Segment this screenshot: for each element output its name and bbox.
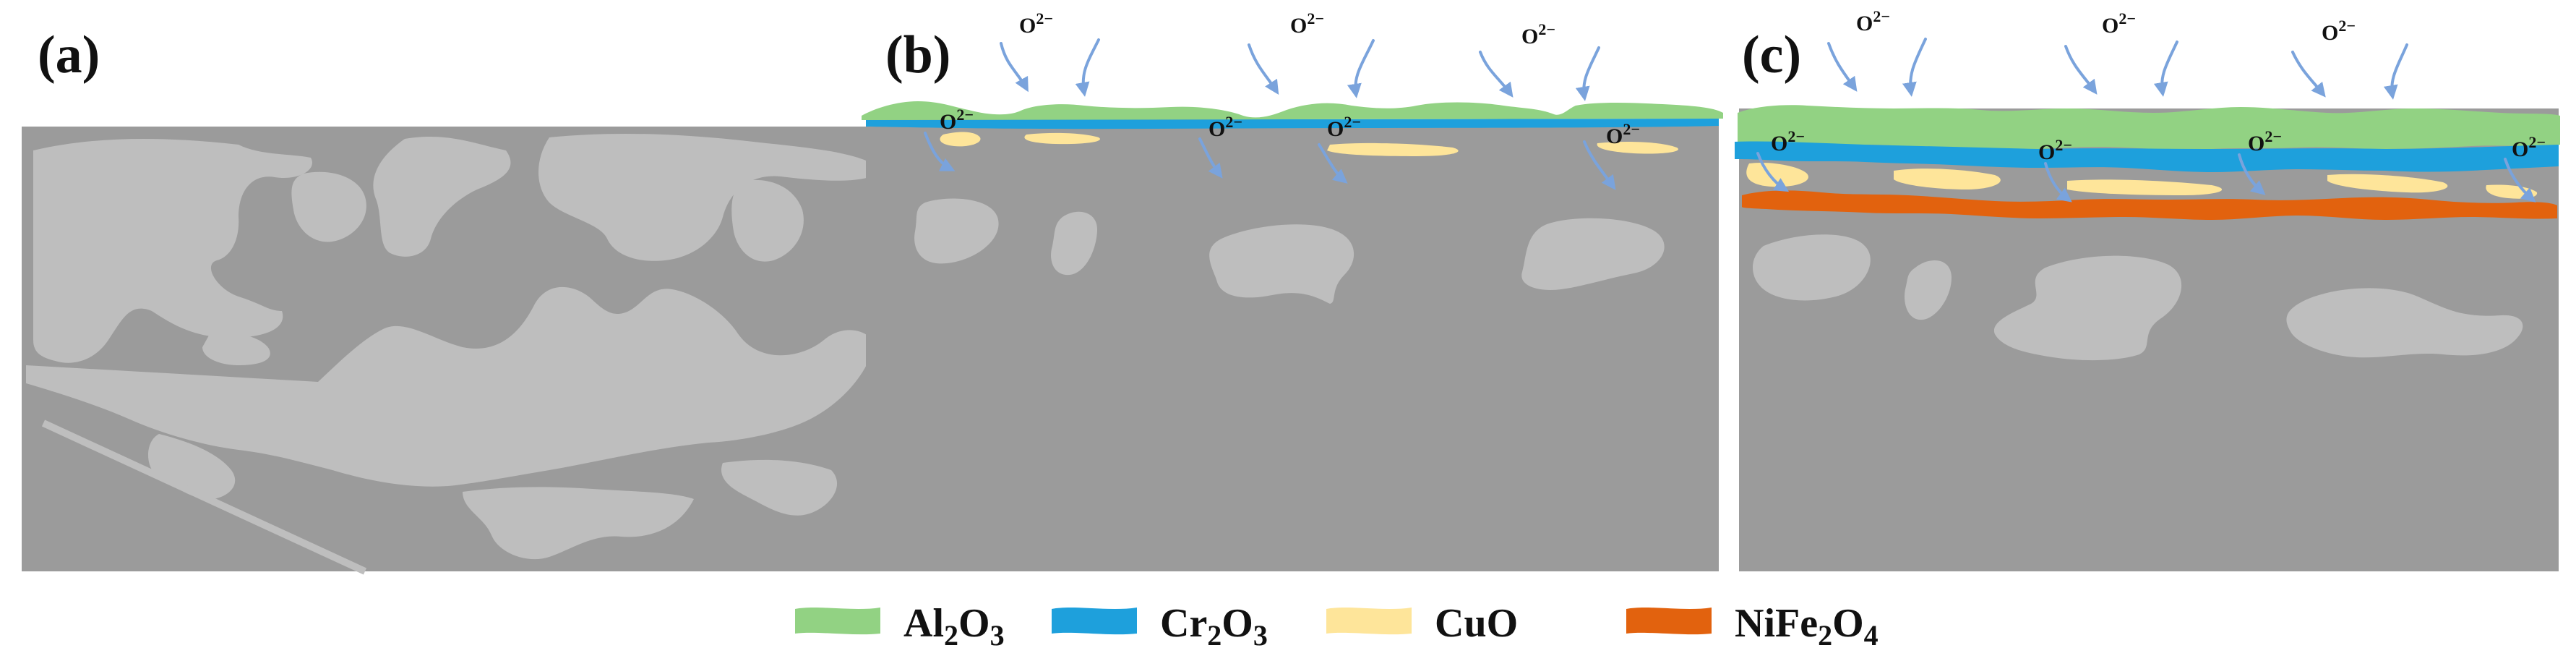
legend-item-cuo: CuO [1326, 601, 1518, 646]
oxygen-diffusion-arrow [2238, 153, 2266, 195]
legend-item-cr2o3: Cr2O3 [1052, 601, 1268, 652]
oxygen-ion-label: O2− [2248, 127, 2282, 155]
panel-b-cuo-particle [1597, 142, 1678, 154]
panel-c-cuo-particle [2067, 179, 2223, 195]
panel-c-al2o3-layer [1738, 105, 2560, 150]
panel-c-cuo-particle [1894, 169, 2001, 189]
panel-c-second-phase-particle [2286, 288, 2523, 358]
oxygen-diffusion-arrow [2383, 43, 2408, 100]
panel-a: (a) [22, 25, 895, 575]
oxygen-diffusion-arrow [2064, 45, 2098, 95]
panel-b-second-phase-particle [1521, 218, 1665, 290]
oxygen-ion-label: O2− [2512, 133, 2546, 161]
oxygen-diffusion-arrow [1000, 42, 1029, 93]
oxygen-diffusion-arrow [1756, 152, 1790, 192]
legend-item-al2o3: Al2O3 [795, 601, 1005, 652]
oxygen-ion-label: O2− [1327, 113, 1361, 141]
legend-swatch-cuo [1326, 608, 1412, 635]
panel-b-cuo-particle [1327, 142, 1459, 156]
oxygen-diffusion-arrow [1583, 140, 1616, 190]
legend-label-cr2o3: Cr2O3 [1160, 601, 1268, 652]
panel-a-second-phase-blob [291, 171, 366, 242]
oxygen-diffusion-arrow [1248, 43, 1279, 95]
oxygen-ion-markers: O2− O2− O2− O2− O2− O2− O2− O2− O2− O2− O2− O2− O2− O… [924, 7, 2546, 203]
oxygen-diffusion-arrow [2044, 162, 2072, 203]
legend-item-nife2o4: NiFe2O4 [1626, 601, 1879, 652]
oxygen-diffusion-arrow [1902, 38, 1927, 97]
panel-a-second-phase-network [33, 138, 312, 363]
panel-label-c: (c) [1742, 25, 1801, 85]
panel-c-second-phase-particle [1905, 260, 1952, 320]
oxygen-diffusion-arrow [924, 132, 956, 171]
oxygen-ion-label: O2− [1521, 20, 1555, 48]
oxygen-diffusion-arrow [1479, 51, 1514, 98]
legend-swatch-al2o3 [795, 608, 880, 635]
panel-b-cr2o3-layer [866, 119, 1719, 129]
panel-b: (b) [862, 25, 1723, 571]
panel-a-second-phase-blob [463, 487, 694, 560]
panel-b-second-phase-particle [914, 198, 999, 264]
panel-a-second-phase-blob [202, 333, 270, 365]
legend-label-nife2o4: NiFe2O4 [1735, 601, 1879, 652]
oxygen-ion-label: O2− [1771, 127, 1805, 155]
oxygen-diffusion-arrow [1347, 39, 1375, 98]
panel-b-al2o3-layer [862, 101, 1723, 120]
panel-a-second-phase-blob [373, 137, 511, 257]
legend-swatch-nife2o4 [1626, 608, 1712, 635]
panel-c-cuo-particle [2327, 174, 2448, 193]
panel-c-second-phase-particle [1753, 234, 1871, 301]
panel-a-second-phase-blob [731, 179, 804, 262]
panel-label-a: (a) [38, 25, 100, 85]
oxygen-diffusion-arrow [1575, 46, 1600, 101]
panel-a-second-phase-blob [721, 459, 838, 516]
oxygen-ion-label: O2− [1019, 9, 1053, 38]
panel-c-nife2o4-layer [1742, 190, 2557, 220]
oxygen-diffusion-arrow [1075, 38, 1100, 97]
oxygen-ion-label: O2− [1856, 7, 1890, 35]
oxygen-ion-label: O2− [940, 106, 974, 134]
oxygen-diffusion-arrow [2153, 41, 2178, 97]
panel-b-second-phase-particle [1209, 224, 1354, 304]
oxygen-ion-label: O2− [2102, 9, 2136, 38]
oxygen-diffusion-arrow [1318, 143, 1348, 184]
panel-c-cuo-particle [1746, 162, 1808, 187]
panel-label-b: (b) [885, 25, 950, 85]
panel-c: (c) [1735, 25, 2560, 571]
oxygen-ion-label: O2− [2038, 136, 2072, 164]
panel-b-second-phase-particle [1051, 211, 1098, 276]
oxygen-ion-label: O2− [2322, 17, 2356, 45]
panel-a-second-phase-matrix [26, 286, 875, 487]
oxygen-diffusion-arrow [1198, 137, 1223, 179]
oxygen-ion-label: O2− [1208, 113, 1242, 141]
legend-label-al2o3: Al2O3 [903, 601, 1005, 652]
oxygen-diffusion-arrow [1827, 42, 1858, 92]
panel-b-cuo-particle [1024, 132, 1100, 145]
panel-c-second-phase-particle [1993, 255, 2182, 361]
legend: Al2O3 Cr2O3 CuO NiFe2O4 [795, 601, 1879, 652]
legend-label-cuo: CuO [1435, 601, 1518, 646]
oxygen-diffusion-arrow [2291, 51, 2326, 98]
panel-a-grain-boundary [41, 419, 367, 575]
oxygen-diffusion-arrow [2504, 158, 2536, 203]
panel-c-cr2o3-layer [1735, 141, 2559, 172]
panel-b-cuo-particle [940, 132, 981, 147]
oxygen-ion-label: O2− [1606, 120, 1640, 148]
legend-swatch-cr2o3 [1052, 608, 1137, 635]
panel-b-substrate [866, 119, 1719, 571]
panel-a-second-phase-blob [538, 133, 882, 261]
oxygen-ion-label: O2− [1290, 9, 1324, 38]
